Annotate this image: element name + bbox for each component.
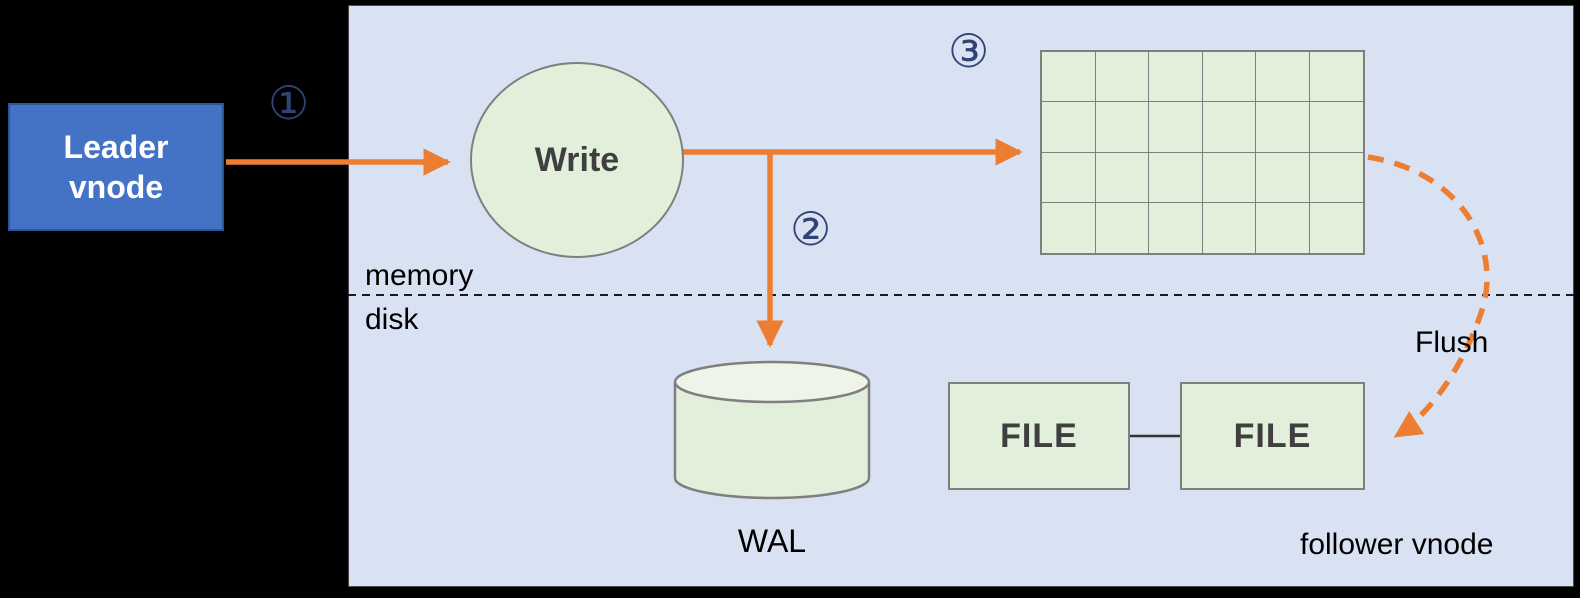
grid-cell: [1256, 52, 1310, 103]
grid-cell: [1256, 152, 1310, 203]
wal-label: WAL: [737, 523, 807, 559]
grid-cell: [1096, 202, 1149, 253]
grid-cell: [1042, 152, 1096, 203]
grid-cell: [1095, 52, 1149, 103]
grid-cell: [1309, 153, 1363, 203]
follower-vnode-label: follower vnode: [1300, 528, 1494, 561]
write-node: Write: [470, 62, 684, 258]
step-1-marker: ①: [268, 77, 310, 129]
grid-cell: [1149, 152, 1203, 203]
step-2-marker: ②: [790, 203, 832, 255]
grid-cell: [1202, 152, 1256, 203]
memory-label: memory: [365, 259, 474, 292]
flush-label: Flush: [1415, 326, 1489, 359]
file-box-2: FILE: [1180, 382, 1365, 490]
grid-cell: [1149, 52, 1203, 103]
step-3-marker: ③: [948, 25, 990, 77]
leader-vnode-box: Leader vnode: [8, 103, 224, 231]
grid-cell: [1149, 102, 1203, 153]
grid-cell: [1042, 202, 1096, 253]
leader-vnode-label-line2: vnode: [68, 169, 164, 205]
file-box-1: FILE: [948, 382, 1130, 490]
write-node-label: Write: [534, 140, 620, 179]
grid-cell: [1095, 102, 1149, 153]
grid-cell: [1256, 202, 1310, 253]
leader-vnode-label-line1: Leader: [63, 129, 169, 165]
grid-cell: [1310, 203, 1364, 253]
disk-label: disk: [365, 303, 419, 336]
grid-cell: [1309, 102, 1363, 153]
file-box-2-label: FILE: [1233, 416, 1312, 455]
file-box-1-label: FILE: [1000, 416, 1078, 455]
grid-cell: [1042, 102, 1096, 153]
grid-cell: [1203, 202, 1256, 253]
grid-cell: [1095, 152, 1149, 203]
grid-cell: [1202, 52, 1256, 103]
memtable-grid: [1040, 50, 1365, 255]
grid-cell: [1149, 202, 1203, 253]
grid-cell: [1202, 102, 1256, 153]
grid-cell: [1309, 52, 1363, 103]
grid-cell: [1256, 102, 1310, 153]
grid-cell: [1042, 52, 1096, 103]
